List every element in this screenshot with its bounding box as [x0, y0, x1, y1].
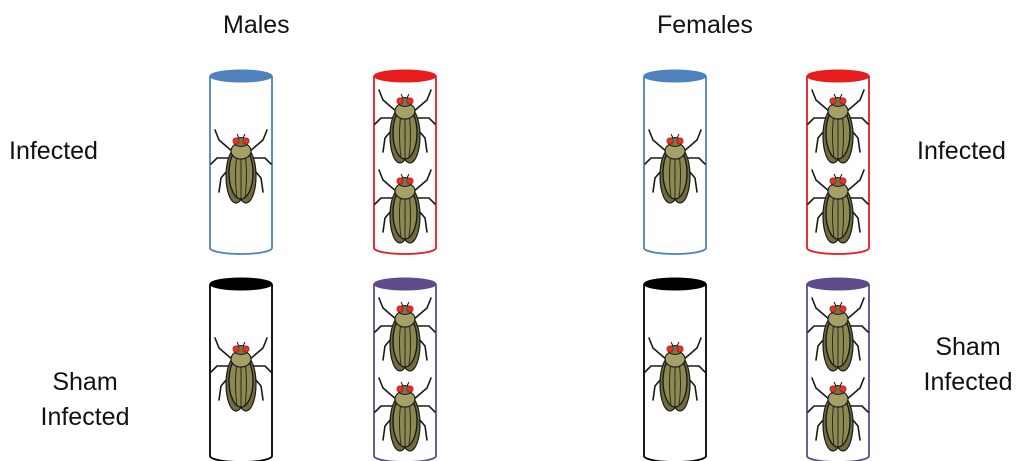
vial-females-sham-black — [644, 278, 706, 461]
vial-females-infected-blue — [644, 70, 706, 254]
vial-males-infected-blue — [210, 70, 272, 254]
vial-males-sham-black — [210, 278, 272, 461]
vial-males-infected-red — [374, 70, 436, 254]
vial-females-infected-red — [807, 70, 869, 254]
vial-males-sham-purple — [374, 278, 436, 461]
vial-females-sham-purple — [807, 278, 869, 461]
